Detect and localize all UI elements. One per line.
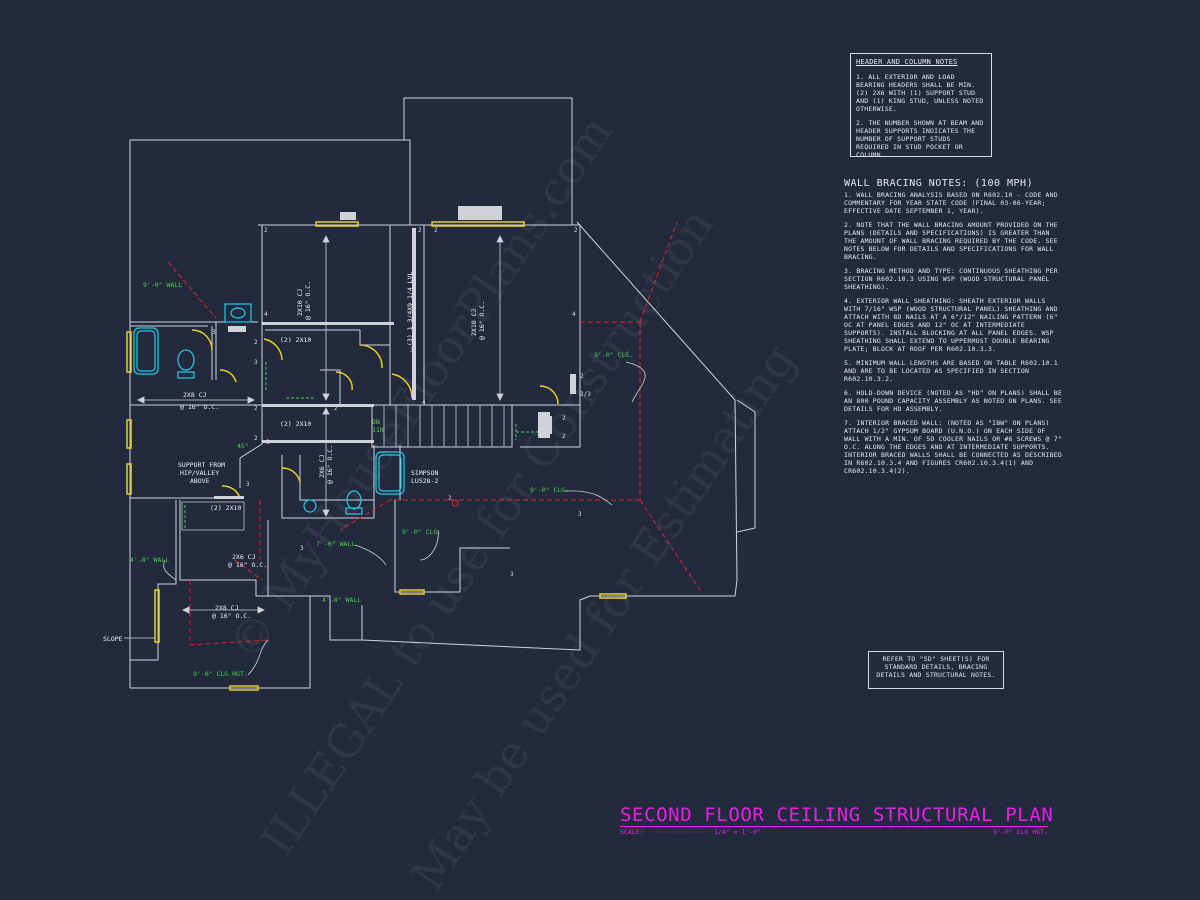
svg-text:2: 2 — [334, 405, 338, 412]
wall-bracing-note-2: 2. NOTE THAT THE WALL BRACING AMOUNT PRO… — [844, 221, 1058, 261]
wall-bracing-note-7: 7. INTERIOR BRACED WALL: (NOTED AS "IBW"… — [844, 419, 1063, 475]
label-wall-4-8-mid: 4'-8" WALL — [322, 596, 362, 604]
svg-text:3: 3 — [254, 359, 258, 366]
svg-text:2: 2 — [418, 227, 422, 234]
svg-text:3: 3 — [300, 545, 304, 552]
wall-bracing-note-4: 4. EXTERIOR WALL SHEATHING: SHEATH EXTER… — [844, 297, 1058, 353]
label-joist-2x8-low-oc: @ 16" O.C. — [212, 612, 252, 620]
reference-note: REFER TO "SD" SHEET(S) FOR STANDARD DETA… — [868, 651, 1004, 689]
label-joist-2x8-left: 2x8 CJ — [183, 391, 207, 399]
label-joist-2x6-low: 2x6 CJ — [232, 553, 256, 561]
label-lvl: (3) 1 3/4x9 1/4 LVL — [406, 271, 414, 346]
label-header-b: (2) 2x10 — [280, 420, 312, 428]
svg-text:4: 4 — [572, 311, 576, 318]
scale-value: 1/4" = 1'-0" — [713, 828, 761, 836]
svg-text:4: 4 — [422, 399, 426, 406]
label-dn-risers: 11R — [372, 426, 384, 434]
svg-text:3: 3 — [578, 511, 582, 518]
label-simpson-2: LUS28-2 — [411, 477, 439, 485]
label-wall-7-6: 7'-6" WALL — [316, 540, 356, 548]
svg-text:3: 3 — [266, 439, 270, 446]
label-angle: 45° — [237, 442, 249, 450]
svg-text:2: 2 — [254, 435, 258, 442]
svg-text:2: 2 — [254, 339, 258, 346]
label-simpson-1: SIMPSON — [411, 469, 439, 477]
svg-text:2: 2 — [562, 433, 566, 440]
wall-bracing-note-6: 6. HOLD-DOWN DEVICE (NOTED AS "HD" ON PL… — [844, 389, 1063, 413]
label-joist-2x10-b: 2x10 CJ — [470, 308, 478, 336]
svg-text:2: 2 — [574, 227, 578, 234]
label-header-c: (2) 2x10 — [210, 504, 242, 512]
scale-label: SCALE: — [620, 828, 644, 836]
label-dn: DN — [372, 418, 380, 426]
svg-text:4: 4 — [264, 311, 268, 318]
label-joist-2x10-a: 2x10 CJ — [296, 288, 304, 316]
header-note-2: 2. THE NUMBER SHOWN AT BEAM AND HEADER S… — [856, 119, 984, 159]
label-clg-9-right: 9'-0" CLG. — [594, 351, 634, 359]
wall-bracing-note-1: 1. WALL BRACING ANALYSIS BASED ON R602.1… — [844, 191, 1058, 215]
label-support-1: SUPPORT FROM — [178, 461, 225, 469]
label-joist-2x8-low: 2x8 CJ — [215, 604, 239, 612]
label-wall-4-8-left: 4'-8" WALL — [130, 556, 170, 564]
label-joist-2x6-bath: 2x6 CJ — [318, 454, 326, 478]
svg-text:2: 2 — [264, 227, 268, 234]
header-notes-title: HEADER AND COLUMN NOTES — [856, 58, 958, 66]
svg-text:2: 2 — [580, 373, 584, 380]
label-joist-2x6-low-oc: @ 16" O.C. — [228, 561, 268, 569]
label-support-3: ABOVE — [190, 477, 210, 485]
svg-text:2: 2 — [434, 227, 438, 234]
plan-title: SECOND FLOOR CEILING STRUCTURAL PLAN — [620, 804, 1054, 826]
label-joist-2x8-left-oc: @ 16" O.C. — [180, 403, 220, 411]
label-clg-9-hgt: 9'-0" CLG.HGT. — [193, 670, 248, 678]
wall-bracing-title: WALL BRACING NOTES: (100 MPH) — [844, 178, 1034, 189]
label-wall-9: 9'-0" WALL — [143, 281, 183, 289]
wall-bracing-note-5: 5. MINIMUM WALL LENGTHS ARE BASED ON TAB… — [844, 359, 1058, 383]
svg-text:2: 2 — [562, 415, 566, 422]
svg-text:3: 3 — [410, 347, 414, 354]
label-slope: SLOPE — [103, 635, 123, 643]
label-clg-9-bath: 9'-0" CLG. — [402, 528, 442, 536]
ceiling-height: 9'-0" CLG HGT. — [993, 828, 1048, 836]
label-joist-2x6-bath-oc: @ 16" O.C. — [326, 444, 334, 484]
header-note-1: 1. ALL EXTERIOR AND LOAD BEARING HEADERS… — [856, 73, 984, 113]
svg-text:2: 2 — [448, 495, 452, 502]
svg-text:3: 3 — [510, 571, 514, 578]
svg-text:3: 3 — [212, 329, 216, 336]
header-column-notes: HEADER AND COLUMN NOTES 1. ALL EXTERIOR … — [850, 53, 992, 159]
label-support-2: HIP/VALLEY — [180, 469, 220, 477]
scale-row: SCALE: ·············· 1/4" = 1'-0" 9'-0"… — [620, 826, 1048, 836]
svg-text:3: 3 — [246, 481, 250, 488]
label-joist-2x10-b-oc: @ 16" O.C. — [478, 300, 486, 340]
label-header-a: (2) 2x10 — [280, 336, 312, 344]
wall-bracing-notes: WALL BRACING NOTES: (100 MPH) 1. WALL BR… — [844, 178, 1066, 481]
label-joist-2x10-a-oc: @ 16" O.C. — [304, 280, 312, 320]
wall-bracing-note-3: 3. BRACING METHOD AND TYPE: CONTINUOUS S… — [844, 267, 1058, 291]
scale-dots: ·············· — [647, 828, 711, 836]
svg-text:2: 2 — [254, 405, 258, 412]
svg-text:2/3: 2/3 — [580, 391, 591, 398]
label-clg-9-center: 9'-0" CLG. — [530, 486, 570, 494]
